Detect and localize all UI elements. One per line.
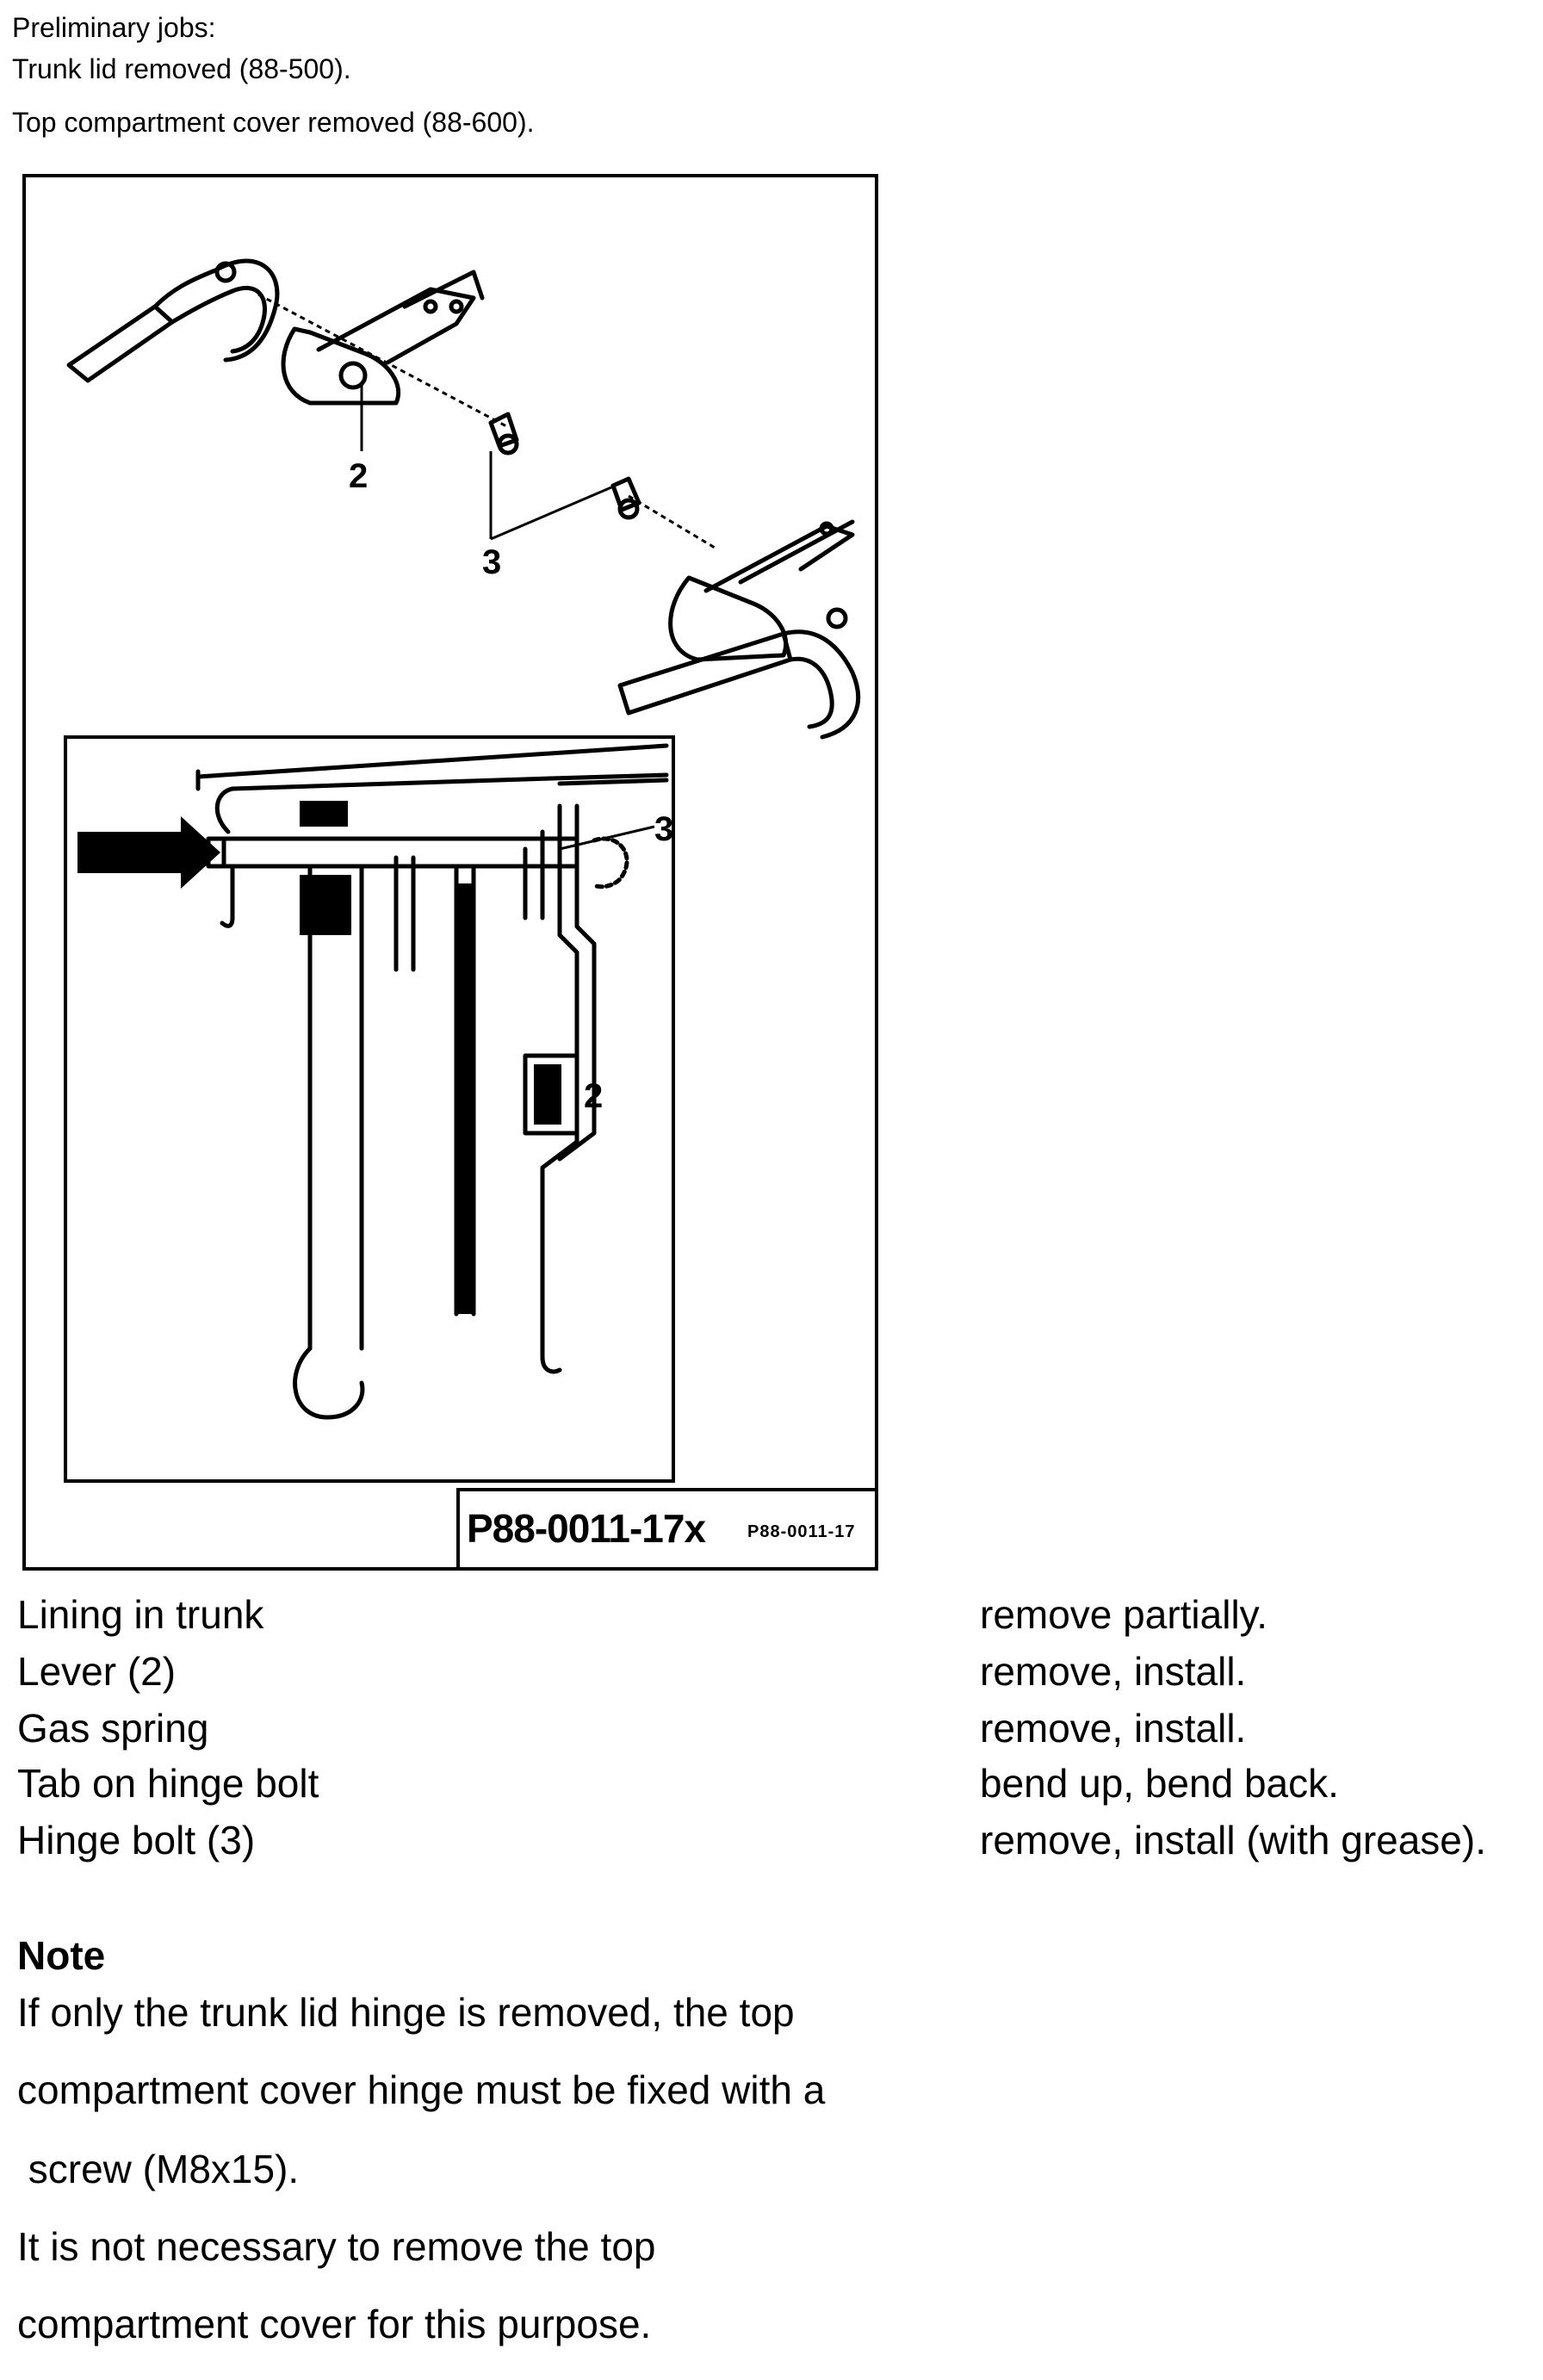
step-4-action: bend up, bend back. <box>980 1761 1339 1806</box>
step-3-item: Gas spring <box>17 1706 209 1751</box>
left-bracket <box>281 326 401 406</box>
callout-bolt-detail: 3 <box>654 810 673 848</box>
callout-bolt-top: 3 <box>482 543 501 581</box>
note-line-2: compartment cover hinge must be fixed wi… <box>17 2067 826 2112</box>
step-1-action: remove partially. <box>980 1592 1268 1637</box>
figure-caption-small: P88-0011-17 <box>747 1522 856 1541</box>
step-2-item: Lever (2) <box>17 1649 177 1694</box>
preliminary-heading: Preliminary jobs: <box>12 12 216 43</box>
figure-caption-main: P88-0011-17x <box>467 1506 706 1551</box>
note-line-3: screw (M8x15). <box>17 2147 300 2191</box>
left-hinge-hook <box>152 258 280 363</box>
right-bracket <box>668 575 789 662</box>
step-5-item: Hinge bolt (3) <box>17 1818 256 1862</box>
note-line-4: It is not necessary to remove the top <box>17 2224 656 2269</box>
callout-lever-detail: 2 <box>584 1077 603 1115</box>
note-line-1: If only the trunk lid hinge is removed, … <box>17 1990 795 2035</box>
callout-lever-top: 2 <box>349 457 368 495</box>
figure-caption: P88-0011-17x P88-0011-17 <box>456 1488 878 1571</box>
step-5-action: remove, install (with grease). <box>980 1818 1486 1862</box>
hinge-figure: 2 3 <box>22 174 878 1571</box>
hinge-illustration: 2 3 <box>64 258 861 1483</box>
note-line-5: compartment cover for this purpose. <box>17 2302 652 2346</box>
detail-inset <box>64 735 675 1483</box>
right-hinge-arm <box>617 631 793 716</box>
preliminary-item-2: Top compartment cover removed (88-600). <box>12 107 535 138</box>
step-1-item: Lining in trunk <box>17 1592 264 1637</box>
detail-lever-clip <box>523 1053 579 1136</box>
preliminary-item-1: Trunk lid removed (88-500). <box>12 53 351 84</box>
note-heading: Note <box>17 1933 106 1978</box>
arrow-icon <box>77 816 220 889</box>
left-hinge-arm <box>66 304 175 383</box>
step-2-action: remove, install. <box>980 1649 1247 1694</box>
step-3-action: remove, install. <box>980 1706 1247 1751</box>
step-4-item: Tab on hinge bolt <box>17 1761 319 1806</box>
